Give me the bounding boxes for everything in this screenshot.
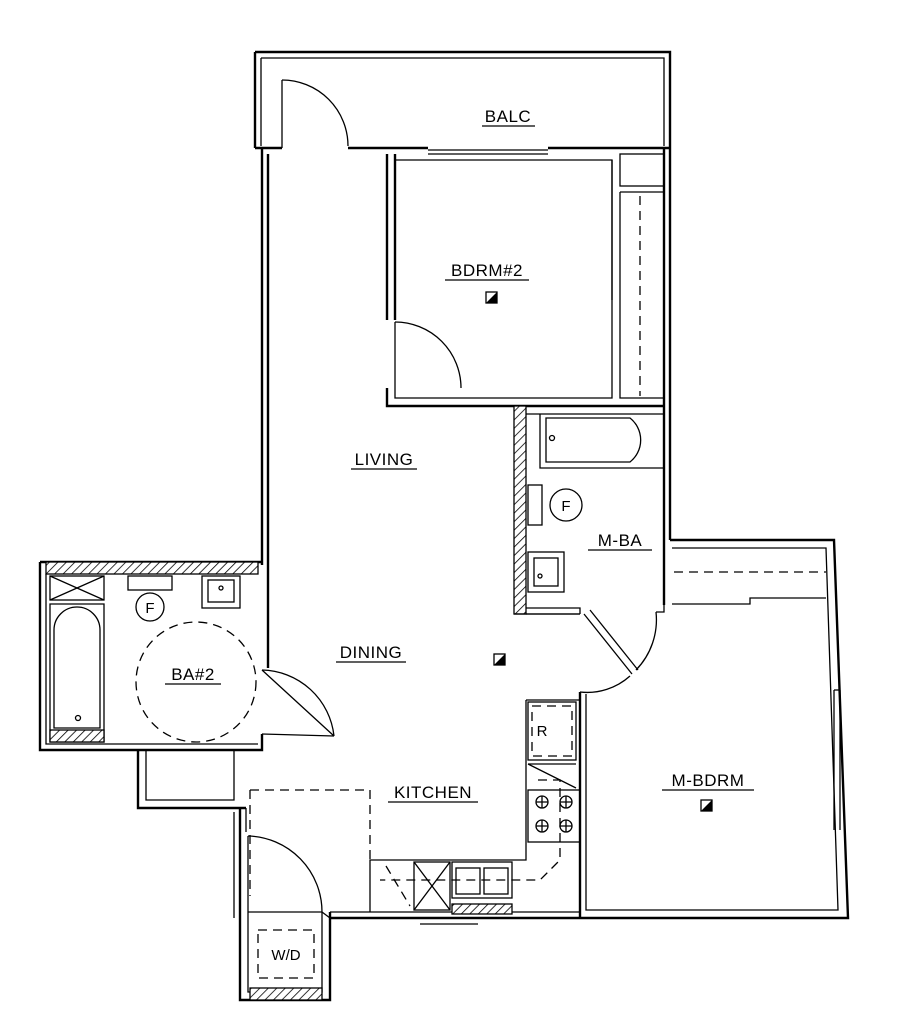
master-bath-tub [539, 414, 664, 469]
svg-text:KITCHEN: KITCHEN [394, 783, 472, 802]
toilet-mark: F [561, 498, 570, 515]
balcony-door-swing [281, 79, 349, 148]
room-label-kitchen: KITCHEN [388, 783, 478, 803]
svg-text:BA#2: BA#2 [171, 665, 215, 684]
master-bath-toilet: F [527, 484, 583, 526]
master-bath-sink [527, 551, 565, 593]
room-label-dining: DINING [336, 643, 406, 663]
bath-2-sink [201, 575, 241, 609]
svg-text:M-BA: M-BA [598, 531, 643, 550]
room-label-balcony: BALC [482, 107, 535, 127]
svg-text:DINING: DINING [340, 643, 403, 662]
pantry-cabinet [527, 763, 577, 789]
balcony-area [253, 50, 672, 155]
bath-2-walls [38, 560, 264, 918]
square-sensor-icon [493, 653, 506, 666]
refrigerator: R [527, 701, 577, 761]
svg-text:BALC: BALC [485, 107, 531, 126]
room-label-master-bedroom: M-BDRM [662, 771, 754, 791]
master-closet [672, 571, 826, 605]
kitchen-sink [451, 861, 513, 915]
toilet-mark-2: F [145, 600, 154, 617]
master-bath-walls [513, 405, 665, 615]
washer-dryer-unit: W/D [257, 929, 315, 979]
bath-2-tub [49, 575, 105, 743]
cooktop [527, 789, 581, 843]
master-bedroom-door-swing [578, 675, 631, 918]
svg-text:BDRM#2: BDRM#2 [451, 261, 523, 280]
bath-2-toilet: F [127, 575, 173, 622]
room-label-living: LIVING [351, 450, 417, 470]
bedroom-2-walls [385, 153, 665, 408]
entry-door-swing [247, 835, 323, 913]
svg-text:M-BDRM: M-BDRM [672, 771, 745, 790]
square-sensor-icon [485, 291, 498, 304]
dishwasher [385, 861, 451, 911]
washer-dryer-label: W/D [271, 947, 300, 964]
square-sensor-icon [700, 799, 713, 812]
room-label-bath-2: BA#2 [165, 665, 221, 685]
bath-2-turning-circle [135, 621, 257, 743]
room-label-master-bath: M-BA [588, 531, 652, 551]
entry-walls [238, 808, 332, 1002]
bath-2-door-swing [261, 669, 335, 737]
master-bath-door-swing [583, 609, 658, 675]
exterior-walls [260, 148, 850, 925]
svg-text:LIVING: LIVING [355, 450, 414, 469]
room-label-bedroom-2: BDRM#2 [445, 261, 529, 281]
bedroom-2-door-swing [394, 321, 462, 389]
refrigerator-mark: R [537, 723, 548, 740]
